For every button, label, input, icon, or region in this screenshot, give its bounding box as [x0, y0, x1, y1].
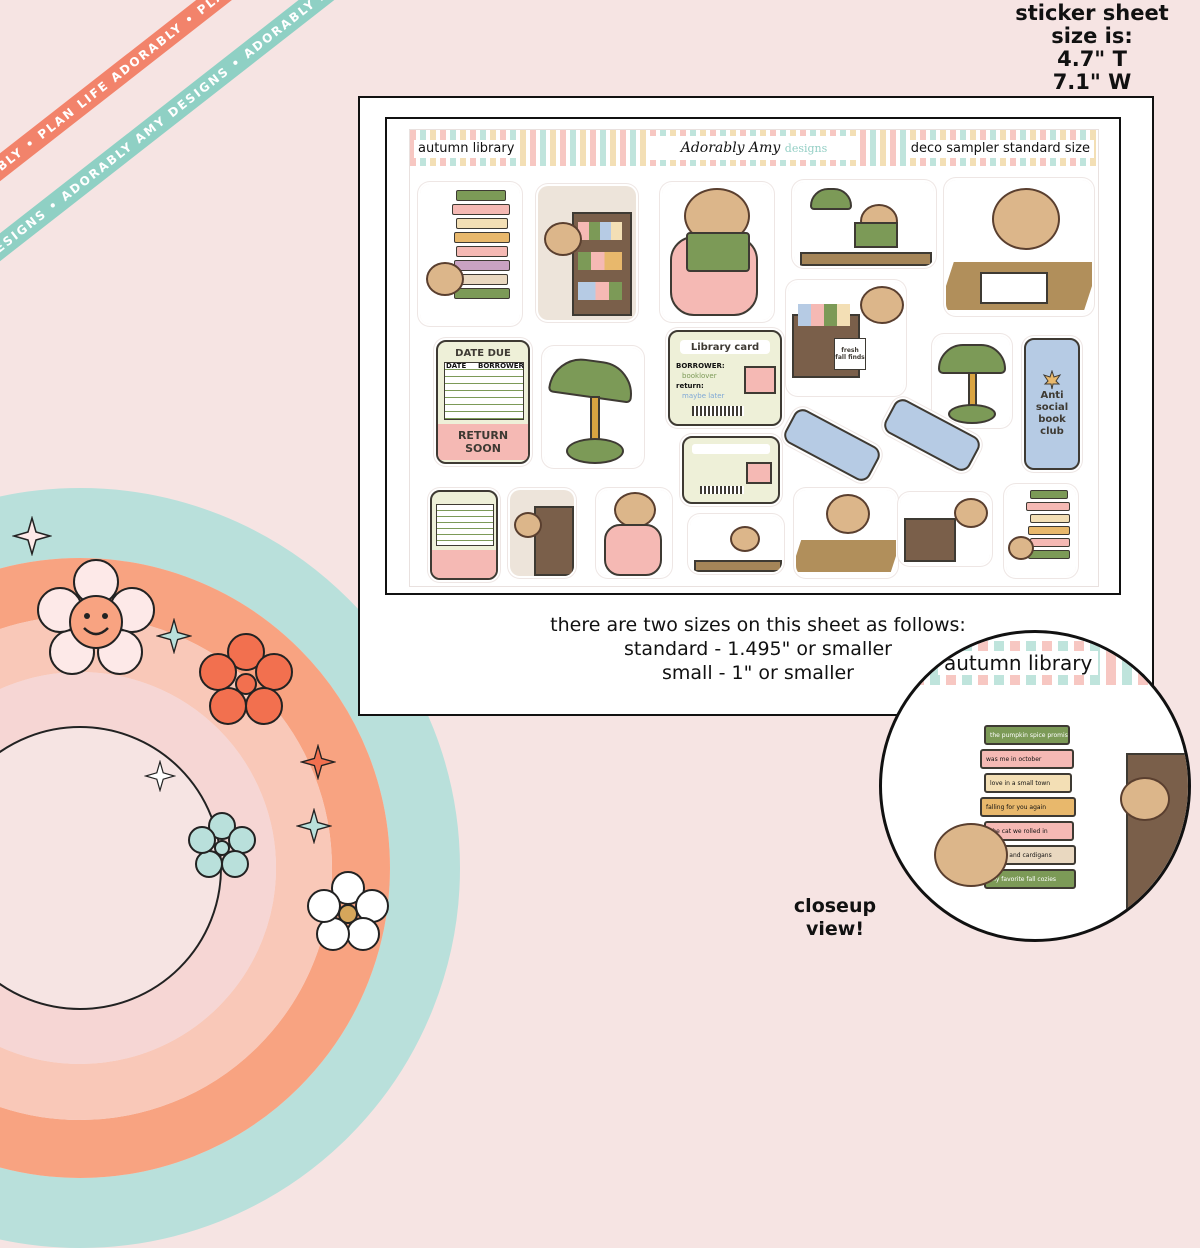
borrower-label: BORROWER: [676, 362, 725, 370]
return-soon-word: SOON [465, 442, 501, 455]
sticker-date-due-card: DATE DUE DATE BORROWER RETURN SOON [436, 340, 530, 464]
flower-icon [37, 559, 155, 675]
closeup-book: falling for you again [980, 797, 1076, 817]
closeup-view: autumn library the pumpkin spice promise… [879, 630, 1191, 942]
sparkle-icon [144, 760, 176, 792]
sticker-reading-bear-small [598, 490, 670, 576]
closeup-title: autumn library [938, 651, 1099, 675]
sheet-size-note: sticker sheet size is: 4.7" T 7.1" W [1012, 2, 1172, 94]
flower-icon [199, 633, 293, 725]
sticker-bookshelf-bear-small [510, 490, 574, 576]
closeup-caption-line: closeup [793, 895, 877, 917]
closeup-book: the pumpkin spice promise [984, 725, 1070, 745]
maple-leaf-icon [1042, 370, 1062, 390]
closeup-book: love in a small town [984, 773, 1072, 793]
return-soon-word: RETURN [457, 429, 509, 442]
caption-line: there are two sizes on this sheet as fol… [550, 614, 966, 636]
closeup-book: was me in october [980, 749, 1074, 769]
brand-name: Adorably Amy [680, 140, 781, 156]
closeup-bear-climbing [1120, 777, 1170, 821]
sticker-bookshelf-bear [538, 186, 636, 320]
card-col-borrower: BORROWER [478, 362, 524, 370]
sticker-reading-bear-blanket [662, 184, 772, 320]
sticker-desk-lamp-bear [794, 182, 934, 266]
caption-line: small - 1" or smaller [662, 662, 854, 684]
sticker-desk-lamp-bear-small [690, 516, 782, 572]
size-note-line: 7.1" W [1052, 70, 1132, 94]
bookmark-word: book [1038, 414, 1066, 425]
sticker-book-stack-bear [420, 184, 520, 324]
flower-icon [307, 871, 389, 951]
cart-sign: fresh fall finds [834, 338, 866, 370]
sticker-bookmark-tall: Anti social book club [1024, 338, 1080, 470]
caption-line: standard - 1.495" or smaller [624, 638, 892, 660]
brand-sub: designs [784, 142, 828, 155]
sticker-bankers-lamp-small [934, 336, 1010, 426]
sheet-type: deco sampler standard size [906, 140, 1094, 158]
sticker-date-due-card-small [430, 490, 498, 580]
sticker-stamping-bear-small [796, 490, 896, 576]
sparkle-icon [12, 516, 52, 556]
sticker-bankers-lamp [544, 348, 642, 466]
size-note-line: size is: [1051, 24, 1133, 48]
bookmark-word: Anti [1040, 390, 1064, 401]
closeup-bear [934, 823, 1008, 887]
brand-logo: Adorably Amy designs [650, 136, 858, 160]
sticker-library-card-large: Library card BORROWER: booklover return:… [668, 330, 782, 426]
sticker-book-cart-bear-small [900, 494, 990, 564]
borrower-value: booklover [682, 372, 717, 380]
card-col-date: DATE [446, 362, 467, 370]
closeup-book: the cat we rolled in [984, 821, 1074, 841]
return-soon-stamp: RETURN SOON [438, 424, 528, 460]
sticker-book-stack-bear-small [1006, 486, 1076, 576]
return-value: maybe later [682, 392, 725, 400]
sticker-stamping-bear [946, 180, 1092, 314]
sticker-sheet: autumn library Adorably Amy designs deco… [410, 130, 1098, 586]
size-note-line: sticker sheet [1015, 1, 1169, 25]
card-heading: DATE DUE [455, 347, 511, 359]
sheet-title: autumn library [414, 140, 519, 158]
bookmark-word: club [1040, 426, 1064, 437]
sticker-book-cart-bear: fresh fall finds [788, 282, 904, 394]
brand-ribbon-mint: ADORABLY AMY DESIGNS • ADORABLY AMY DESI… [0, 0, 392, 350]
sparkle-icon [300, 744, 336, 780]
closeup-caption: closeup view! [772, 895, 898, 941]
closeup-caption-line: view! [805, 918, 864, 940]
sparkle-icon [156, 618, 192, 654]
size-caption: there are two sizes on this sheet as fol… [360, 613, 1156, 685]
card-heading: Library card [680, 340, 770, 354]
return-label: return: [676, 382, 704, 390]
bookmark-word: social [1035, 402, 1069, 413]
sticker-bookmark-angled [780, 405, 884, 485]
flower-icon [188, 812, 256, 878]
sticker-library-card-small [682, 436, 780, 504]
sparkle-icon [296, 808, 332, 844]
size-note-line: 4.7" T [1057, 47, 1127, 71]
